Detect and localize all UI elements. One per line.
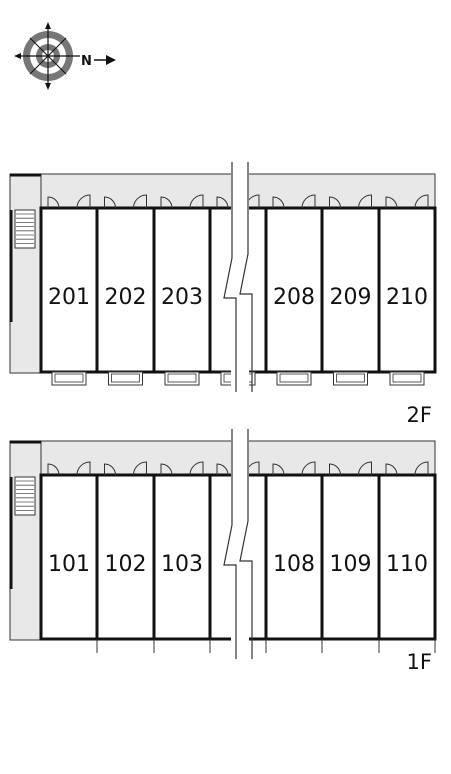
unit-label: 208 (273, 285, 315, 310)
stair-area (9, 173, 42, 374)
balcony (51, 371, 87, 386)
unit-label: 103 (161, 552, 203, 577)
unit-label: 101 (48, 552, 90, 577)
unit-label: 110 (386, 552, 428, 577)
stairs-icon (14, 209, 36, 249)
door-icon (47, 461, 91, 476)
unit-label: 210 (386, 285, 428, 310)
north-letter: N (81, 54, 92, 69)
balcony (333, 371, 368, 386)
door-icon (47, 194, 91, 209)
unit-label: 108 (273, 552, 315, 577)
door-icon (385, 461, 429, 476)
break-line (223, 427, 253, 659)
unit-label: 109 (330, 552, 372, 577)
door-icon (329, 194, 372, 209)
floor-1f: 101 102 103 108 109 110 1F (9, 427, 437, 674)
unit-label: 102 (105, 552, 147, 577)
floor-label: 1F (407, 650, 432, 674)
unit-label: 203 (161, 285, 203, 310)
compass-rose-icon (14, 22, 80, 90)
unit-label: 201 (48, 285, 90, 310)
door-icon (104, 194, 147, 209)
corridor (9, 173, 436, 209)
door-icon (272, 461, 316, 476)
unit-label: 202 (105, 285, 147, 310)
break-line (223, 160, 253, 392)
stair-area (9, 440, 42, 641)
floor-label: 2F (407, 403, 432, 427)
door-icon (104, 461, 147, 476)
floor-2f: 201 202 203 208 209 210 2F (9, 160, 437, 427)
corridor (9, 440, 436, 476)
door-icon (160, 194, 204, 209)
north-arrow-icon (94, 55, 116, 65)
door-icon (329, 461, 372, 476)
balcony (276, 371, 312, 386)
balcony (164, 371, 200, 386)
balcony (108, 371, 143, 386)
door-icon (160, 461, 204, 476)
balcony (389, 371, 425, 386)
stairs-icon (14, 476, 36, 516)
door-icon (385, 194, 429, 209)
door-icon (272, 194, 316, 209)
unit-label: 209 (330, 285, 372, 310)
